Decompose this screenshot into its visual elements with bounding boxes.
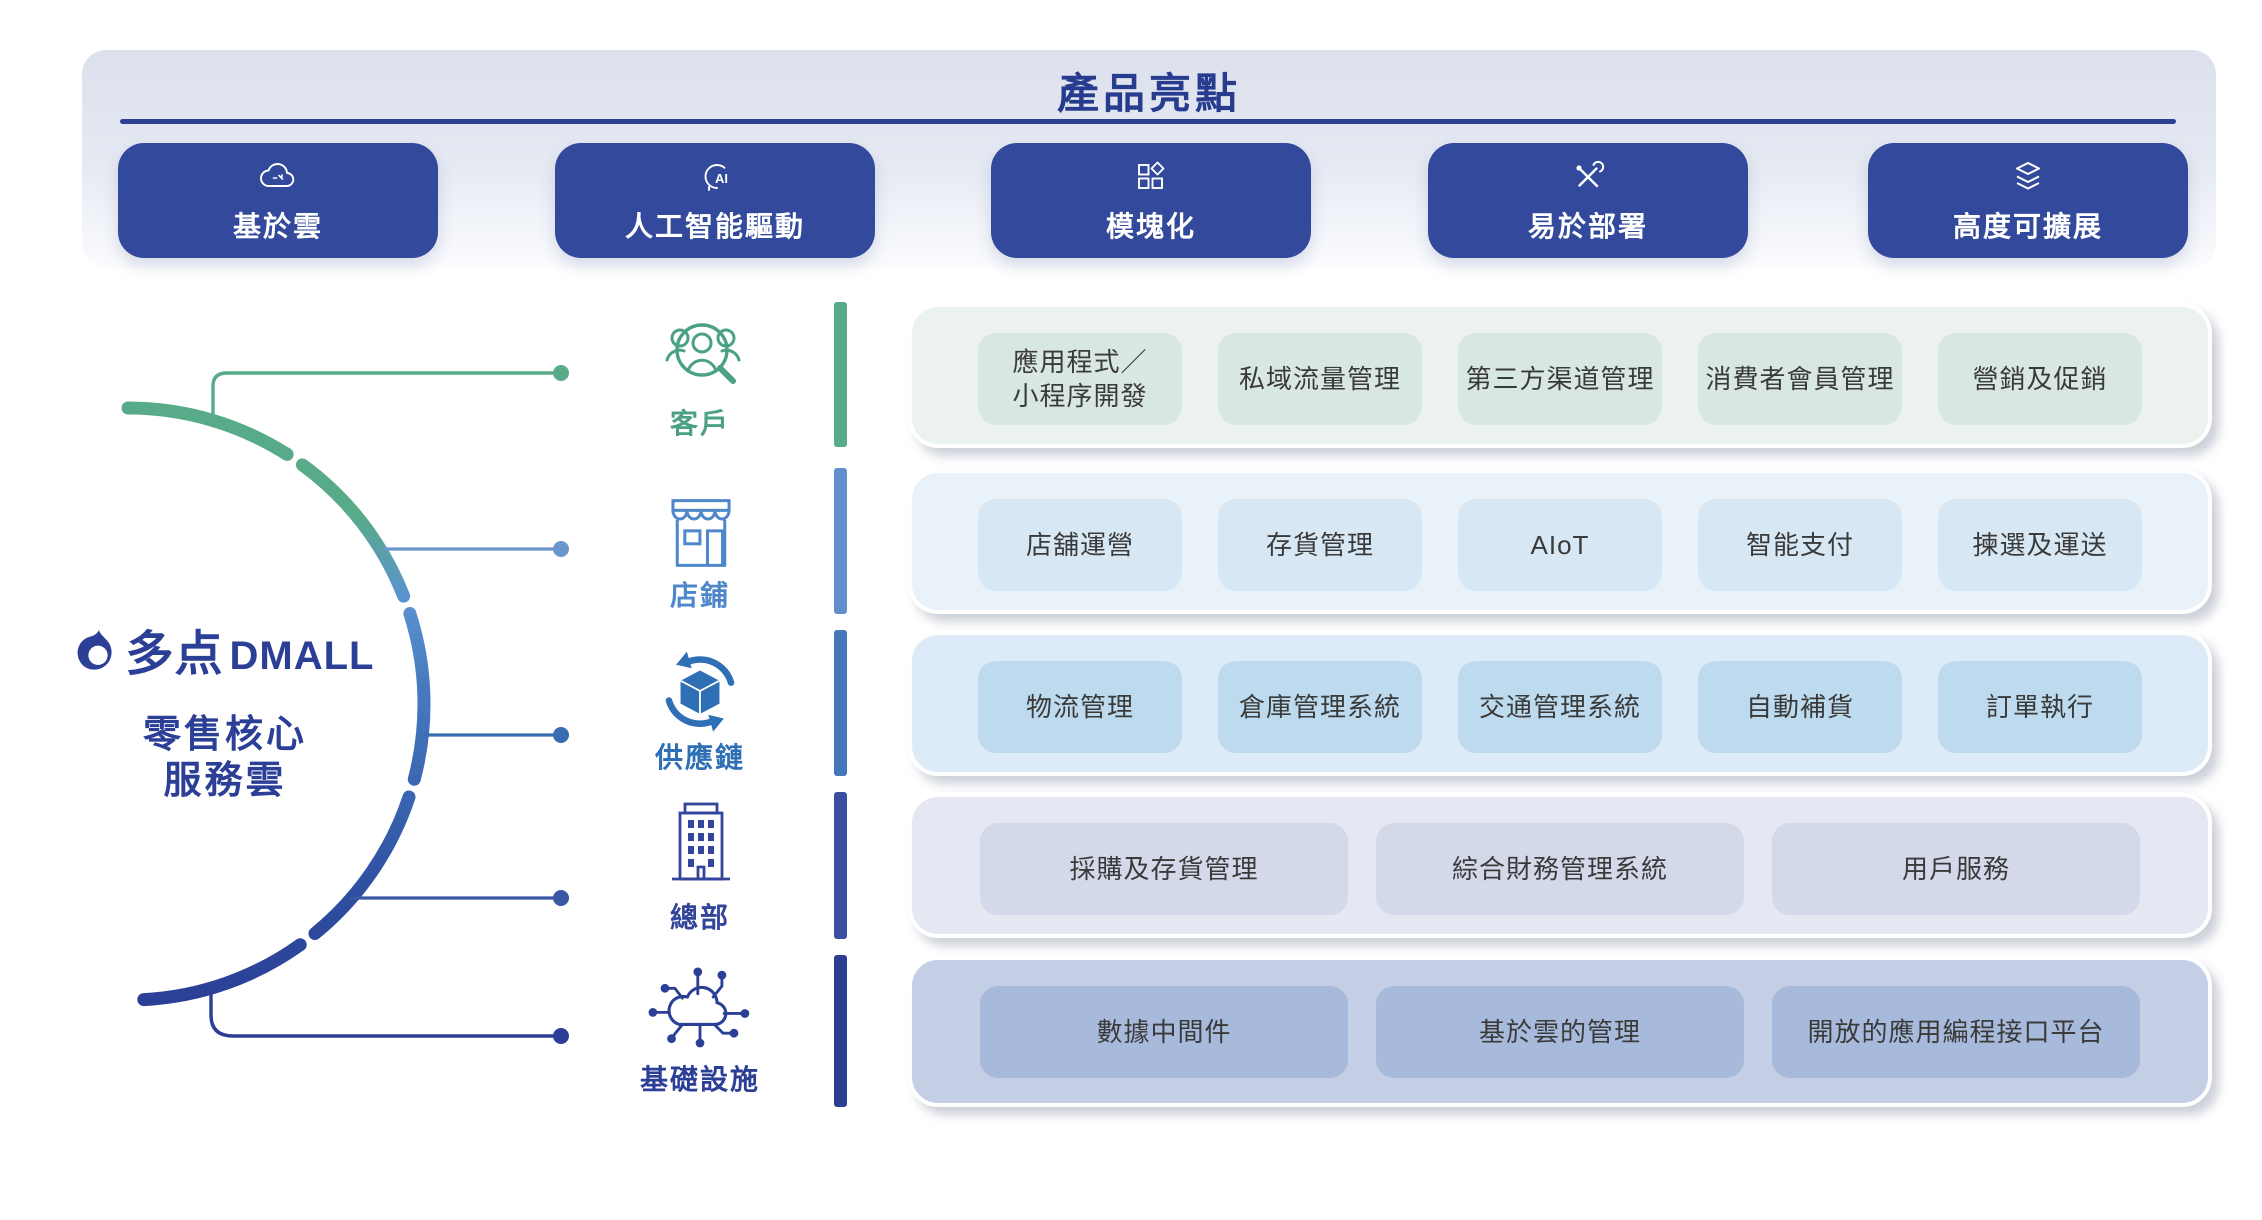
store-icon	[656, 492, 746, 579]
capability-box: 交通管理系統	[1458, 661, 1662, 753]
brand-subtitle-line1: 零售核心	[142, 714, 307, 756]
category-label-customers: 客戶	[669, 408, 730, 439]
capability-box: 店舖運營	[978, 499, 1182, 591]
capability-box: 消費者會員管理	[1698, 333, 1902, 425]
feature-button-ai-driven: AI 人工智能驅動	[555, 143, 875, 258]
feature-label: 模塊化	[1105, 210, 1196, 242]
capability-box: 私域流量管理	[1218, 333, 1422, 425]
category-bar-store	[834, 468, 847, 614]
capability-box: 數據中間件	[980, 986, 1348, 1078]
capability-box: 存貨管理	[1218, 499, 1422, 591]
connector-dot-supply-chain	[553, 727, 569, 743]
connector-dot-infrastructure	[553, 1028, 569, 1044]
connector-line-infrastructure	[209, 992, 556, 1038]
category-label-infrastructure: 基礎設施	[639, 1064, 760, 1095]
brand-subtitle-line2: 服務雲	[163, 760, 287, 802]
capability-box: 揀選及運送	[1938, 499, 2142, 591]
category-label-supply-chain: 供應鏈	[654, 742, 745, 773]
connector-dot-store	[553, 541, 569, 557]
category-bar-customers	[834, 302, 847, 447]
modules-icon	[1138, 161, 1165, 189]
feature-button-scalable: 高度可擴展	[1868, 143, 2188, 258]
service-arc	[121, 401, 431, 1007]
capability-box: 應用程式／ 小程序開發	[978, 333, 1182, 425]
customers-icon	[645, 316, 755, 407]
connector-dot-headquarters	[553, 890, 569, 906]
capability-box: 開放的應用編程接口平台	[1772, 986, 2140, 1078]
capability-row-supply-chain: 物流管理 倉庫管理系統 交通管理系統 自動補貨 訂單執行	[908, 631, 2212, 776]
tools-icon	[1576, 160, 1605, 187]
capability-box: 訂單執行	[1938, 661, 2142, 753]
brand-subtitle: 零售核心 服務雲	[60, 712, 390, 804]
category-bar-infrastructure	[834, 955, 847, 1107]
feature-label: 高度可擴展	[1952, 210, 2103, 242]
brand-text-en: DMALL	[229, 634, 375, 678]
capability-box: 採購及存貨管理	[980, 823, 1348, 915]
brand-logo: 多点 DMALL	[60, 628, 390, 681]
capability-box: 物流管理	[978, 661, 1182, 753]
category-bar-supply-chain	[834, 630, 847, 776]
feature-label: 易於部署	[1527, 210, 1648, 242]
capability-box: 綜合財務管理系統	[1376, 823, 1744, 915]
capability-row-store: 店舖運營 存貨管理 AIoT 智能支付 揀選及運送	[908, 469, 2212, 614]
category-bar-headquarters	[834, 792, 847, 939]
capability-box: 自動補貨	[1698, 661, 1902, 753]
page-title: 產品亮點	[1056, 70, 1241, 117]
capability-box: 倉庫管理系統	[1218, 661, 1422, 753]
capability-box: AIoT	[1458, 499, 1662, 591]
svg-text:AI: AI	[715, 171, 728, 186]
capability-row-headquarters: 採購及存貨管理 綜合財務管理系統 用戶服務	[908, 793, 2212, 938]
feature-button-cloud-based: 基於雲	[118, 143, 438, 258]
feature-button-modular: 模塊化	[991, 143, 1311, 258]
category-label-store: 店鋪	[669, 580, 730, 611]
capability-box: 智能支付	[1698, 499, 1902, 591]
connector-line-customers	[211, 371, 556, 420]
capability-box: 用戶服務	[1772, 823, 2140, 915]
feature-label: 基於雲	[232, 210, 323, 242]
layers-icon	[2016, 161, 2040, 189]
ai-icon: AI	[704, 163, 728, 191]
capability-box: 第三方渠道管理	[1458, 333, 1662, 425]
brand-text-cn: 多点	[125, 628, 224, 681]
supply-chain-icon	[652, 648, 748, 739]
capability-row-infrastructure: 數據中間件 基於雲的管理 開放的應用編程接口平台	[908, 956, 2212, 1107]
category-label-headquarters: 總部	[669, 902, 730, 933]
feature-button-easy-deploy: 易於部署	[1428, 143, 1748, 258]
headquarters-icon	[662, 798, 740, 893]
infrastructure-icon	[645, 962, 755, 1059]
droplet-icon	[77, 630, 112, 670]
title-underline	[120, 119, 2176, 124]
cloud-icon	[260, 162, 295, 187]
connector-dot-customers	[553, 365, 569, 381]
feature-label: 人工智能驅動	[624, 210, 805, 242]
capability-row-customers: 應用程式／ 小程序開發 私域流量管理 第三方渠道管理 消費者會員管理 營銷及促銷	[908, 303, 2212, 448]
capability-box: 營銷及促銷	[1938, 333, 2142, 425]
capability-box: 基於雲的管理	[1376, 986, 1744, 1078]
